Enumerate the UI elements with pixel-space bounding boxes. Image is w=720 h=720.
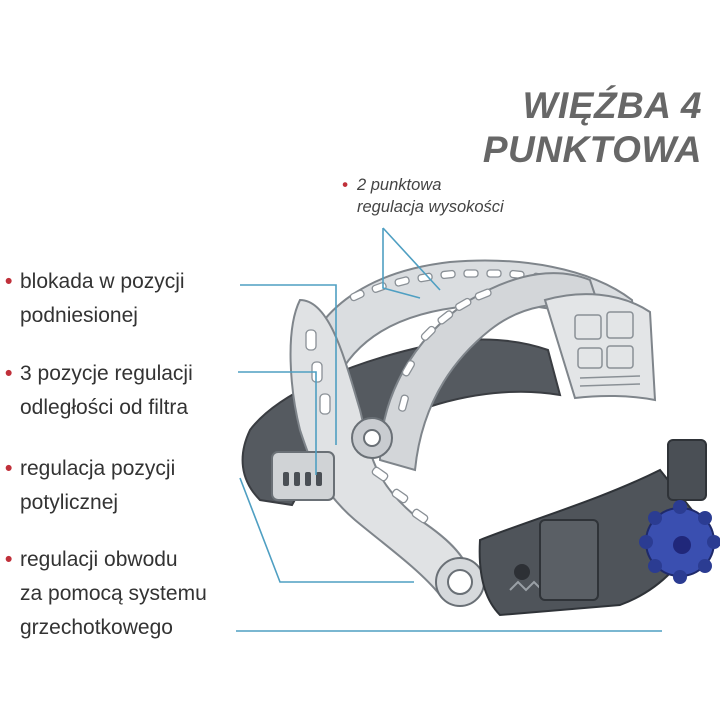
bullet-icon: • (5, 457, 13, 480)
bullet-icon: • (5, 548, 13, 571)
side-strap-holes (398, 288, 492, 412)
side-strap (378, 272, 602, 472)
leader-3 (239, 477, 414, 583)
label-height-adjust-line-1: 2 punktowa (357, 176, 442, 194)
label-ratchet-line-1: regulacji obwodu (20, 548, 178, 571)
label-occipital-line-1: regulacja pozycji (20, 457, 176, 480)
label-height-adjust-line-2: regulacja wysokości (357, 198, 504, 216)
diagram-title: WIĘŹBA 4 PUNKTOWA (442, 84, 702, 172)
front-frame-grid (574, 311, 641, 387)
distance-adjust-slots (283, 472, 322, 486)
side-frame-holes (305, 329, 429, 524)
label-ratchet-line-2: za pomocą systemu (20, 582, 207, 605)
leader-2 (238, 371, 317, 475)
title-line-1: WIĘŹBA 4 (522, 85, 702, 126)
label-filter-distance-line-1: 3 pozycje regulacji (20, 362, 193, 385)
leader-top (382, 228, 421, 299)
title-line-2: PUNKTOWA (482, 129, 702, 170)
label-lock-raised-line-1: blokada w pozycji (20, 270, 185, 293)
label-ratchet: • regulacji obwodu za pomocą systemu grz… (5, 543, 207, 645)
label-height-adjust: • 2 punktowa regulacja wysokości (342, 174, 504, 218)
label-ratchet-line-3: grzechotkowego (20, 616, 173, 639)
ratchet-housing (539, 519, 599, 601)
bullet-icon: • (5, 362, 13, 385)
ratchet-knob (639, 500, 720, 584)
bullet-icon: • (5, 270, 13, 293)
label-filter-distance: • 3 pozycje regulacji odległości od filt… (5, 357, 193, 425)
label-lock-raised-line-2: podniesionej (20, 304, 138, 327)
label-lock-raised: • blokada w pozycji podniesionej (5, 265, 185, 333)
label-filter-distance-line-2: odległości od filtra (20, 396, 189, 419)
front-frame (543, 293, 657, 402)
bullet-icon: • (342, 176, 348, 194)
distance-adjust-block (271, 451, 335, 501)
label-occipital: • regulacja pozycji potylicznej (5, 452, 176, 520)
leader-1 (240, 284, 337, 445)
label-occipital-line-2: potylicznej (20, 491, 119, 514)
leader-lines (236, 227, 662, 632)
